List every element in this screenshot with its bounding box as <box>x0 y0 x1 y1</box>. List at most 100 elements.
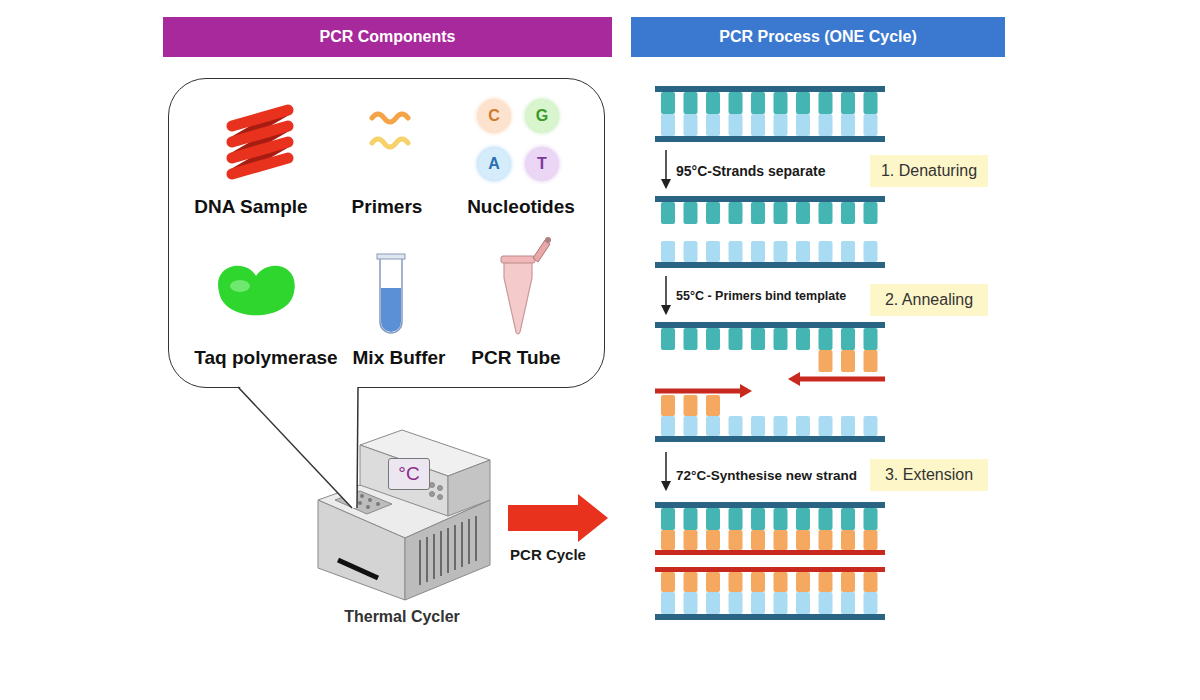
nucleotide-base <box>796 530 810 550</box>
pcr-tube-body <box>504 262 532 334</box>
node-label: PCR Components <box>320 28 456 46</box>
nucleotide-base <box>864 328 878 350</box>
nucleotide-base <box>841 114 855 136</box>
node-label: 2. Annealing <box>885 291 973 309</box>
nucleotide-base <box>819 508 833 530</box>
nucleotide-base <box>706 530 720 550</box>
pcr-tube-icon <box>501 237 551 334</box>
nucleotide-base <box>796 202 810 224</box>
node-label: A <box>488 155 500 173</box>
nucleotide-base <box>751 572 765 592</box>
cycler-upper-side <box>448 460 490 516</box>
strand-backbone <box>655 196 885 202</box>
strand-backbone <box>655 322 885 328</box>
nucleotide-base <box>796 416 810 436</box>
nucleotide-base <box>751 114 765 136</box>
primer-arrow <box>655 389 740 394</box>
nucleotide-base <box>684 114 698 136</box>
nucleotide-base <box>706 92 720 114</box>
nucleotide-base <box>661 530 675 550</box>
component-label: Nucleotides <box>451 196 591 218</box>
nucleotide-base <box>774 92 788 114</box>
nucleotide-base <box>796 328 810 350</box>
nucleotide-base <box>729 114 743 136</box>
test-tube <box>380 258 402 333</box>
nucleotide-base <box>774 328 788 350</box>
callout-tail-line <box>238 387 352 508</box>
node-label: °C <box>398 463 419 485</box>
nucleotide-base <box>841 572 855 592</box>
strand-backbone <box>655 502 885 508</box>
nucleotide-base <box>796 592 810 614</box>
thermal-cycler-icon <box>318 430 490 600</box>
nucleotide-base <box>661 416 675 436</box>
nucleotide-base <box>864 114 878 136</box>
nucleotide-base <box>661 592 675 614</box>
section-header: PCR Process (ONE Cycle) <box>631 17 1005 57</box>
nucleotide-circle: C <box>478 100 510 132</box>
step-box: 3. Extension <box>870 459 988 491</box>
nucleotide-base <box>796 92 810 114</box>
buffer-liquid <box>381 288 401 332</box>
nucleotide-base <box>706 592 720 614</box>
primer-arrow-head <box>740 384 752 398</box>
nucleotide-base <box>819 328 833 350</box>
strand-backbone <box>655 262 885 268</box>
helix-front-strand <box>232 110 288 174</box>
nucleotide-base <box>729 592 743 614</box>
node-label: PCR Process (ONE Cycle) <box>719 28 916 46</box>
nucleotide-base <box>706 241 720 262</box>
cycler-buttons <box>430 483 443 500</box>
step-condition: 55°C - Primers bind template <box>676 289 868 303</box>
cycler-slot <box>338 560 378 578</box>
nucleotide-base <box>706 202 720 224</box>
tray-wells <box>350 494 380 509</box>
base-row <box>661 530 878 550</box>
arrow-label: PCR Cycle <box>498 546 598 563</box>
nucleotide-base <box>706 114 720 136</box>
step-box: 2. Annealing <box>870 284 988 316</box>
pcr-tube-lid-tab <box>545 237 551 243</box>
nucleotide-base <box>661 572 675 592</box>
primer-arrow <box>800 377 885 382</box>
nucleotide-base <box>684 241 698 262</box>
nucleotide-base <box>684 328 698 350</box>
nucleotide-base <box>819 114 833 136</box>
base-row <box>819 350 878 372</box>
node-label: T <box>537 155 547 173</box>
cycler-front-face <box>318 500 405 600</box>
strand-backbone <box>655 436 885 442</box>
nucleotide-base <box>661 241 675 262</box>
strand-backbone <box>655 614 885 620</box>
nucleotide-base <box>661 114 675 136</box>
nucleotide-base <box>796 241 810 262</box>
nucleotide-base <box>864 202 878 224</box>
nucleotide-base <box>706 328 720 350</box>
base-row <box>661 416 878 436</box>
nucleotide-base <box>819 572 833 592</box>
base-row <box>661 592 878 614</box>
callout-tail-fill <box>238 385 358 508</box>
nucleotide-base <box>774 572 788 592</box>
nucleotide-base <box>841 202 855 224</box>
nucleotide-base <box>751 508 765 530</box>
nucleotide-base <box>774 241 788 262</box>
nucleotide-base <box>751 416 765 436</box>
nucleotide-base <box>729 328 743 350</box>
nucleotide-base <box>774 416 788 436</box>
step-condition: 72°C-Synthesise new strand <box>676 468 866 483</box>
primer-arrow-head <box>788 372 800 386</box>
nucleotide-base <box>684 592 698 614</box>
component-label: Mix Buffer <box>349 347 449 369</box>
nucleotide-base <box>864 92 878 114</box>
nucleotide-base <box>706 416 720 436</box>
nucleotide-base <box>729 202 743 224</box>
nucleotide-base <box>751 328 765 350</box>
nucleotide-base <box>819 350 833 372</box>
tube-rim <box>377 254 405 259</box>
nucleotide-base <box>841 508 855 530</box>
nucleotide-base <box>819 241 833 262</box>
nucleotide-base <box>864 508 878 530</box>
nucleotide-base <box>819 416 833 436</box>
nucleotide-base <box>706 572 720 592</box>
